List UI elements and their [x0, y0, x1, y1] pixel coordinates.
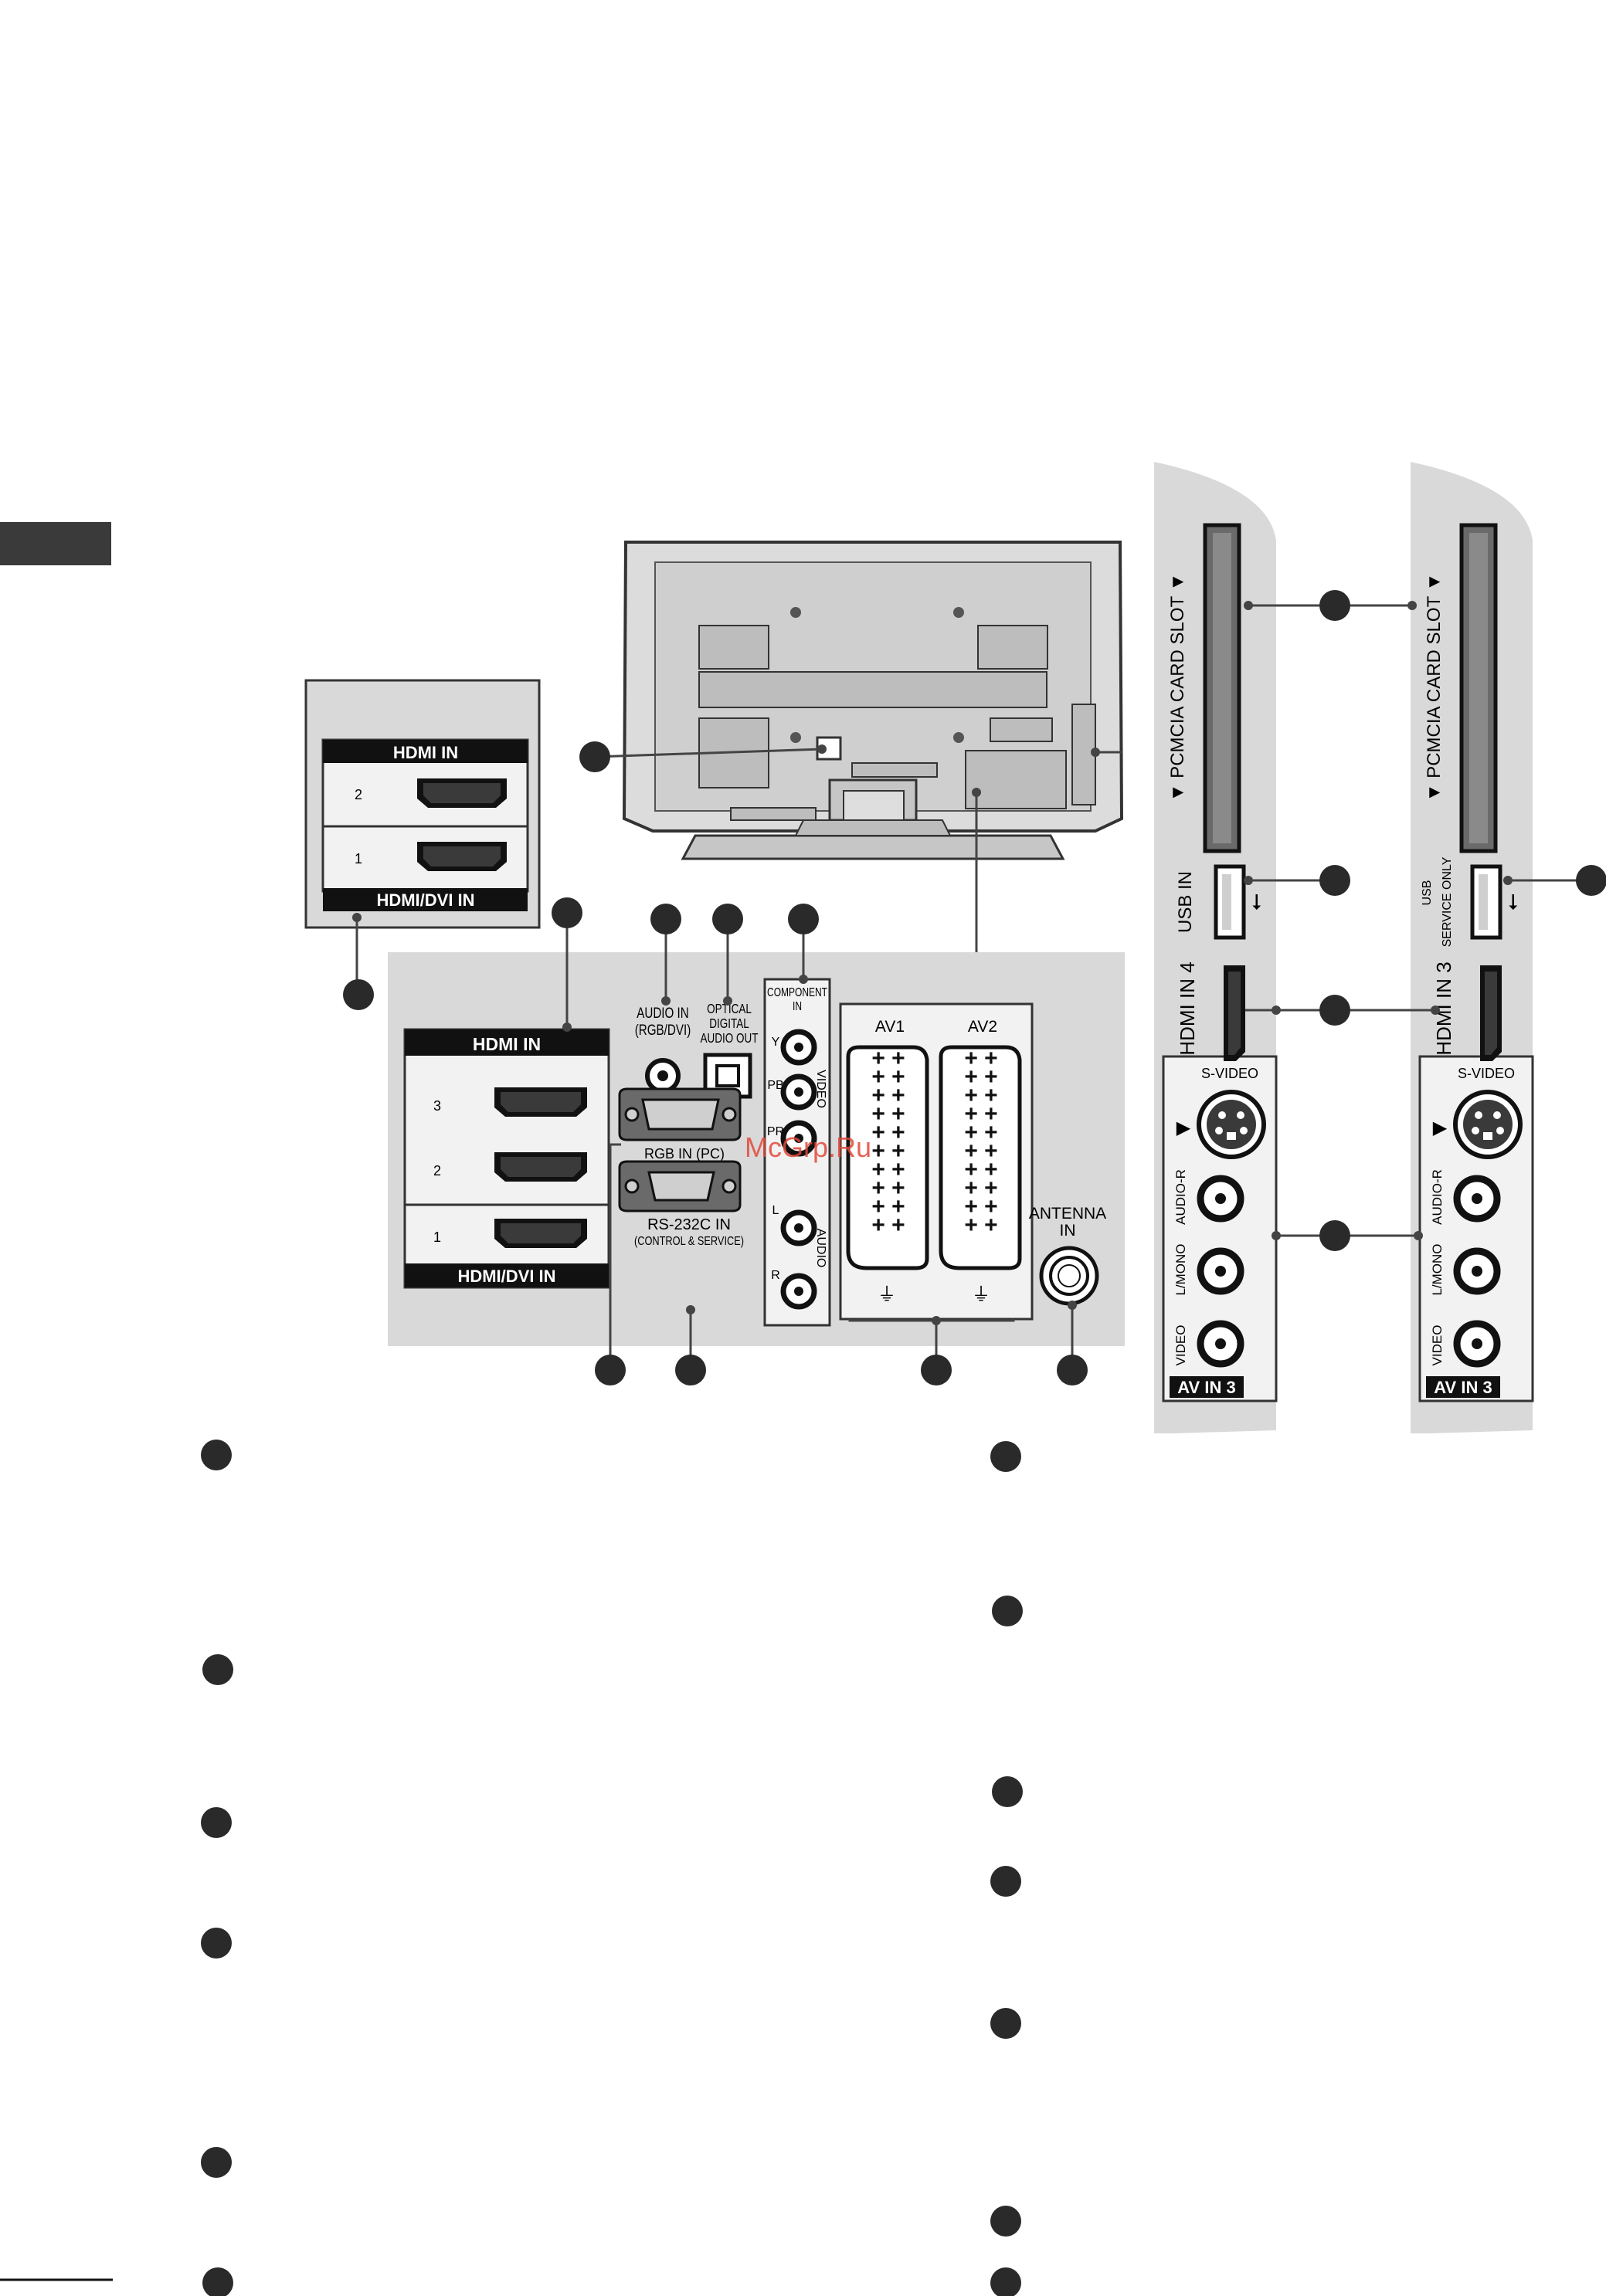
section-tab — [0, 522, 111, 565]
inset-hdmi-number: 2 — [355, 787, 362, 802]
hdmi-number: 1 — [433, 1229, 441, 1245]
callout-marker — [552, 897, 582, 928]
description-marker — [990, 2267, 1021, 2296]
svideo-label: S-VIDEO — [1201, 1066, 1258, 1081]
inset-hdmi-number: 1 — [355, 851, 362, 867]
callout-marker — [343, 979, 374, 1010]
callout-marker — [579, 741, 610, 772]
callout-marker — [1319, 590, 1350, 621]
hdmi-number: 3 — [433, 1098, 441, 1114]
av1-scart-icon — [846, 1045, 929, 1270]
description-marker — [990, 1441, 1021, 1472]
callout-marker — [595, 1355, 626, 1385]
av2-pins: + ++ ++ ++ ++ ++ ++ ++ ++ ++ + — [964, 1046, 997, 1238]
pcmcia-label: ▼ PCMCIA CARD SLOT ▼ — [1167, 573, 1188, 802]
optical-label: DIGITAL — [709, 1016, 749, 1031]
av-in-3-label: AV IN 3 — [1177, 1378, 1235, 1397]
optical-label: AUDIO OUT — [701, 1031, 759, 1046]
audio-in-label: AUDIO IN — [637, 1004, 689, 1021]
triangle-marker-icon: ▶ — [1176, 1117, 1191, 1138]
hdmi-inset-panel: HDMI IN HDMI/DVI IN 2 1 — [304, 679, 541, 929]
description-marker — [201, 2147, 232, 2178]
leader-endpoints — [352, 601, 1513, 1325]
callout-marker — [1319, 1220, 1350, 1251]
component-video-label: VIDEO — [814, 1070, 827, 1108]
video-label: VIDEO — [1173, 1325, 1188, 1366]
audio-r-label: R — [771, 1269, 780, 1282]
description-marker — [202, 1654, 233, 1685]
rs232-label: RS-232C IN — [647, 1216, 731, 1233]
component-label: IN — [793, 999, 802, 1012]
audio-l-mono-label: L/MONO — [1430, 1243, 1445, 1295]
rgb-in-label: RGB IN (PC) — [644, 1146, 725, 1162]
audio-l-mono-label: L/MONO — [1173, 1243, 1188, 1295]
callout-marker — [712, 904, 743, 934]
callout-marker — [675, 1355, 706, 1385]
callout-marker — [1319, 865, 1350, 896]
usb-symbol-icon: ⭠ — [1243, 894, 1267, 911]
description-marker — [201, 1440, 232, 1470]
av2-scart-icon — [939, 1045, 1022, 1270]
optical-label: OPTICAL — [707, 1002, 752, 1016]
usb-in-label: USB IN — [1175, 871, 1196, 933]
callout-marker — [788, 904, 819, 934]
description-marker — [992, 1596, 1023, 1626]
audio-r-label: AUDIO-R — [1173, 1169, 1188, 1225]
rs232-sub-label: (CONTROL & SERVICE) — [634, 1235, 744, 1249]
pcmcia-label: ▼ PCMCIA CARD SLOT ▼ — [1424, 573, 1445, 802]
component-pr-label: PR — [767, 1125, 784, 1138]
scart-symbol-icon: ⏚ — [878, 1284, 896, 1305]
component-label: COMPONENT — [767, 985, 827, 999]
component-y-label: Y — [772, 1036, 780, 1049]
usb-service-only-label: SERVICE ONLY — [1441, 856, 1454, 947]
watermark: McGrp.Ru — [745, 1131, 871, 1163]
side-panel-b: ▼ PCMCIA CARD SLOT ▼ USB SERVICE ONLY ⭠ … — [1411, 462, 1534, 1433]
description-marker — [201, 1807, 232, 1838]
inset-hdmi-in-header: HDMI IN — [393, 743, 458, 762]
triangle-marker-icon: ▶ — [1433, 1117, 1448, 1138]
usb-symbol-icon: ⭠ — [1499, 894, 1523, 911]
scart-symbol-icon: ⏚ — [972, 1284, 990, 1305]
audio-r-label: AUDIO-R — [1430, 1169, 1445, 1225]
av1-pins: + ++ ++ ++ ++ ++ ++ ++ ++ ++ + — [871, 1046, 905, 1238]
side-panel-a: ▼ PCMCIA CARD SLOT ▼ USB IN ⭠ HDMI IN 4 … — [1154, 462, 1278, 1433]
callout-marker — [650, 904, 681, 934]
video-label: VIDEO — [1430, 1325, 1445, 1366]
description-marker — [992, 1776, 1023, 1807]
callout-marker — [1319, 995, 1350, 1026]
hdmi-in-4-label: HDMI IN 4 — [1176, 961, 1199, 1055]
description-marker — [201, 1928, 232, 1959]
av-in-3-label: AV IN 3 — [1434, 1378, 1492, 1397]
audio-l-label: L — [772, 1204, 779, 1217]
antenna-label: IN — [1060, 1222, 1076, 1240]
antenna-label: ANTENNA — [1029, 1205, 1106, 1223]
main-hdmi-dvi-label: HDMI/DVI IN — [457, 1267, 555, 1286]
component-audio-label: AUDIO — [814, 1229, 827, 1268]
av1-label: AV1 — [875, 1018, 905, 1036]
callout-marker — [921, 1355, 952, 1385]
usb-label: USB — [1421, 880, 1434, 906]
description-marker — [990, 2008, 1021, 2039]
tv-rear-illustration — [622, 541, 1124, 860]
svideo-label: S-VIDEO — [1458, 1066, 1515, 1081]
main-rear-panel: HDMI IN HDMI/DVI IN 3 2 1 AUDIO IN (RGB/… — [388, 952, 1125, 1346]
description-marker — [990, 1866, 1021, 1897]
hdmi-number: 2 — [433, 1163, 441, 1179]
description-marker — [990, 2206, 1021, 2237]
callout-marker — [1057, 1355, 1088, 1385]
callout-marker — [1576, 865, 1606, 896]
main-hdmi-in-header: HDMI IN — [473, 1034, 541, 1054]
callout-markers — [201, 590, 1606, 2296]
component-pb-label: PB — [767, 1079, 783, 1092]
description-marker — [202, 2267, 233, 2296]
inset-hdmi-dvi-footer: HDMI/DVI IN — [376, 890, 474, 910]
av2-label: AV2 — [968, 1018, 997, 1036]
audio-in-sub-label: (RGB/DVI) — [635, 1021, 691, 1038]
